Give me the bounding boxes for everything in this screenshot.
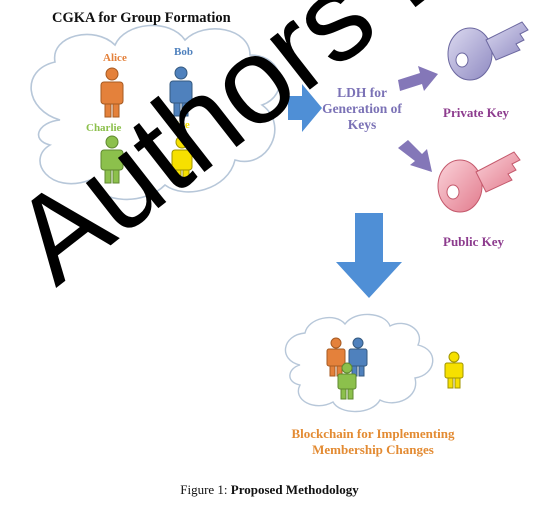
public-key-arrow <box>398 140 432 172</box>
public-key-label: Public Key <box>443 234 505 249</box>
eve-person-icon <box>171 135 193 184</box>
eve-label: Eve <box>172 119 190 131</box>
charlie-label: Charlie <box>86 122 122 134</box>
ldh-arrow <box>288 84 322 132</box>
blockchain-label: Blockchain for Implementing Membership C… <box>291 426 455 458</box>
group-formation-title: CGKA for Group Formation <box>52 10 231 26</box>
blockchain-charlie-icon <box>337 362 357 400</box>
private-key-icon <box>447 21 529 81</box>
caption-text: Proposed Methodology <box>230 482 359 497</box>
removed-eve-icon <box>444 351 464 389</box>
private-key-arrow <box>398 66 438 91</box>
blockchain-bob-icon <box>348 337 368 377</box>
figure-caption: Figure 1: Proposed Methodology <box>0 482 539 498</box>
bob-person-icon <box>169 66 193 117</box>
group-cloud <box>30 24 281 201</box>
public-key-icon <box>437 151 521 213</box>
ldh-label: LDH for Generation of Keys <box>322 85 402 133</box>
alice-label: Alice <box>103 52 127 64</box>
blockchain-arrow <box>336 213 402 298</box>
bob-label: Bob <box>174 46 193 58</box>
private-key-label: Private Key <box>443 105 510 120</box>
blockchain-alice-icon <box>326 337 346 377</box>
caption-prefix: Figure 1: <box>180 482 228 497</box>
alice-person-icon <box>100 67 124 118</box>
charlie-person-icon <box>100 135 124 184</box>
